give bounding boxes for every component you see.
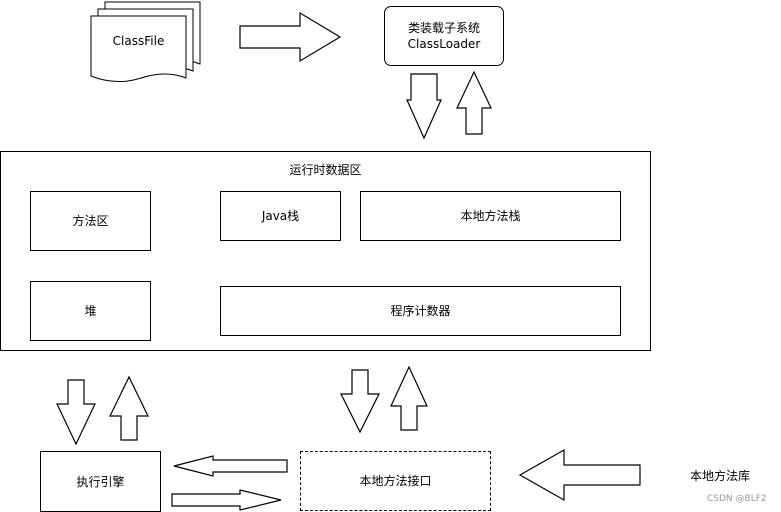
native-library-label: 本地方法库 bbox=[690, 469, 751, 483]
native-to-runtime-up-arrow bbox=[390, 365, 428, 431]
method-area-label: 方法区 bbox=[72, 214, 109, 228]
java-stack-label: Java栈 bbox=[261, 209, 300, 223]
engine-to-native-right-arrow bbox=[171, 489, 282, 511]
native-to-engine-left-arrow bbox=[173, 455, 288, 477]
java-stack-box: Java栈 bbox=[220, 191, 341, 241]
execution-engine-label: 执行引擎 bbox=[76, 474, 125, 489]
runtime-data-area-title: 运行时数据区 bbox=[289, 163, 362, 177]
method-area-box: 方法区 bbox=[30, 191, 151, 251]
classfile-document-stack bbox=[90, 1, 201, 82]
classfile-to-classloader-arrow bbox=[239, 11, 342, 63]
classloader-title-en: ClassLoader bbox=[407, 37, 481, 51]
classfile-label: ClassFile bbox=[112, 34, 165, 48]
classloader-down-arrow bbox=[406, 73, 442, 140]
native-interface-box: 本地方法接口 bbox=[300, 451, 491, 511]
native-method-stack-box: 本地方法栈 bbox=[360, 191, 621, 241]
native-interface-label: 本地方法接口 bbox=[359, 474, 432, 488]
heap-label: 堆 bbox=[84, 304, 97, 318]
heap-box: 堆 bbox=[30, 281, 151, 341]
engine-to-runtime-up-arrow bbox=[109, 375, 149, 441]
pc-register-box: 程序计数器 bbox=[220, 286, 621, 336]
native-method-stack-label: 本地方法栈 bbox=[460, 209, 521, 223]
classfile-doc-front bbox=[90, 15, 187, 82]
runtime-to-engine-down-arrow bbox=[56, 379, 96, 446]
classloader-up-arrow bbox=[456, 70, 492, 135]
runtime-to-native-down-arrow bbox=[340, 369, 380, 434]
execution-engine-box: 执行引擎 bbox=[40, 451, 161, 512]
watermark: CSDN @BLF2 bbox=[707, 494, 767, 504]
library-to-native-left-arrow bbox=[518, 448, 641, 502]
classloader-title-cn: 类装载子系统 bbox=[407, 21, 480, 35]
classloader-box: 类装载子系统 ClassLoader bbox=[384, 6, 504, 66]
pc-register-label: 程序计数器 bbox=[390, 304, 451, 318]
